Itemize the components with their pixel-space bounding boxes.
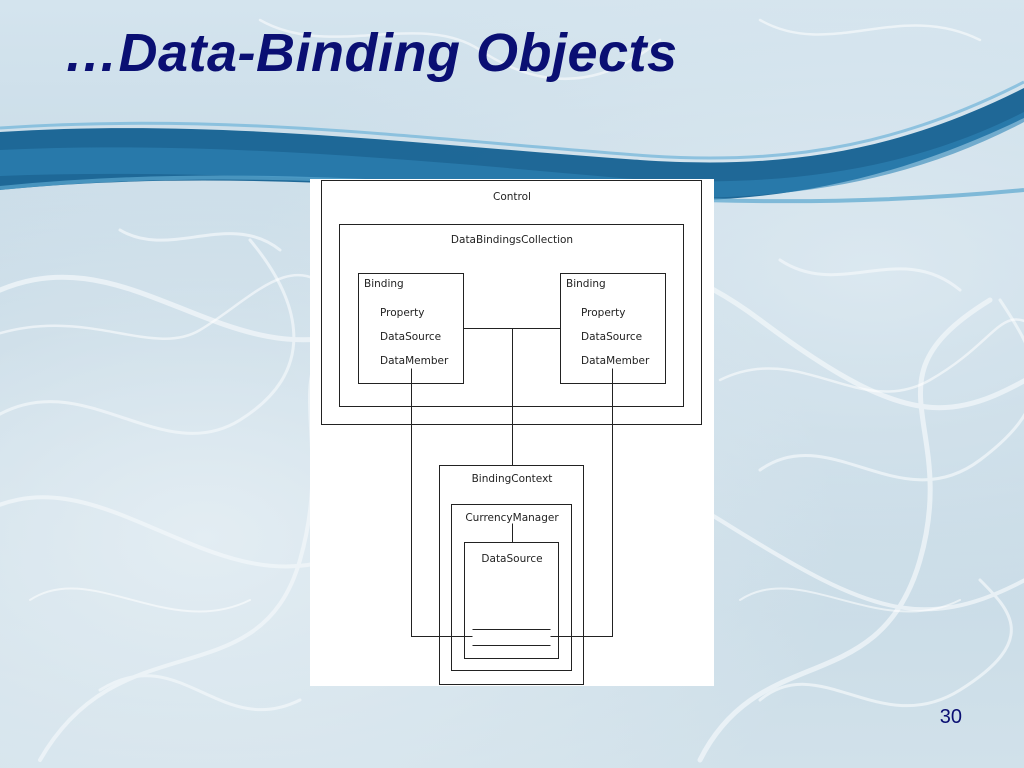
left-datamember-connector [411, 368, 473, 637]
binding-left-datasource: DataSource [380, 331, 441, 343]
control-box [321, 180, 702, 425]
currency-manager-label: CurrencyManager [465, 512, 559, 524]
currency-manager-box [451, 504, 572, 671]
binding-right-title: Binding [566, 278, 606, 290]
binding-left-box [358, 273, 464, 384]
binding-left-title: Binding [364, 278, 404, 290]
binding-right-datasource: DataSource [581, 331, 642, 343]
page-number: 30 [939, 706, 962, 728]
datasource-box [464, 542, 559, 659]
right-datamember-connector [550, 368, 613, 637]
binding-right-datamember: DataMember [581, 355, 650, 367]
slide-title: …Data-Binding Objects [64, 23, 678, 83]
binding-right-property: Property [581, 307, 625, 319]
binding-context-box [439, 465, 584, 685]
binding-context-label: BindingContext [472, 473, 553, 485]
control-label: Control [493, 191, 531, 203]
collection-label: DataBindingsCollection [451, 234, 573, 246]
binding-right-box [560, 273, 666, 384]
datasource-label: DataSource [481, 553, 542, 565]
data-binding-diagram: Control DataBindingsCollection Binding P… [310, 179, 714, 686]
databindings-collection-box [339, 224, 684, 407]
binding-left-property: Property [380, 307, 424, 319]
binding-left-datamember: DataMember [380, 355, 449, 367]
